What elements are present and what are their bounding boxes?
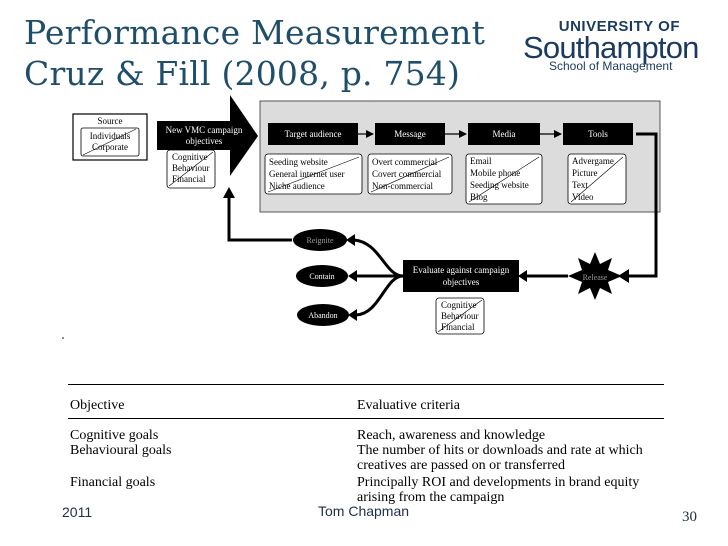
stage-item: Advergame [572,156,614,166]
table-top-rule [68,384,664,385]
page-number: 30 [682,509,697,525]
stage-item: Text [572,180,588,190]
evaluate-connector-head [518,270,527,282]
stage-item: General internet user [269,169,344,179]
objectives-item: Behaviour [172,163,210,173]
source-label: Source [98,116,123,126]
stage-label: Target audience [285,129,342,139]
outcome-label: Reignite [306,236,334,245]
outcome-label: Abandon [308,311,337,320]
stage-strike-line [570,156,624,203]
stage-label: Media [493,129,516,139]
objectives-arrow [157,95,258,176]
evaluation-table: Objective Evaluative criteria Cognitive … [68,384,664,505]
curve-to-reignite-head [346,234,355,246]
line-to-contain-head [348,270,357,282]
evaluate-item: Cognitive [441,300,477,310]
objectives-arrow-line-1: New VMC campaign [166,125,243,135]
table-header-rule [68,418,664,419]
evaluate-item: Behaviour [441,311,479,321]
logo-name: Southampton [523,30,699,65]
feedback-connector [227,196,292,242]
source-strike-line [82,128,137,156]
table-row-criteria: Reach, awareness and knowledge [357,428,546,443]
stage-item: Picture [572,168,598,178]
curve-to-abandon [355,274,404,317]
logo-university-text: UNIVERSITY OF [558,18,680,35]
objectives-item: Cognitive [172,152,208,162]
university-logo: UNIVERSITY OF Southampton School of Mana… [520,14,710,84]
stage-item: Mobile phone [470,168,520,178]
table-row-criteria: Principally ROI and developments in bran… [357,475,640,490]
release-connector [629,132,658,278]
stage-item: Email [470,156,492,166]
stage-item: Blog [470,192,488,202]
outcome-contain [296,265,348,287]
title-line-2: Cruz & Fill (2008, p. 754) [24,54,461,93]
stage-item: Seeding website [470,180,529,190]
table-row-criteria-continued: creatives are passed on or transferred [357,458,565,473]
evaluate-item: Financial [441,322,475,332]
curve-to-abandon-head [348,309,357,321]
stage-box-tools [563,123,633,145]
curve-to-reignite [353,238,404,278]
stage-box-media [468,123,540,145]
stage-item: Non-commercial [372,181,433,191]
stage-item: Video [572,192,594,202]
table-row-objective: Behavioural goals [70,443,172,458]
objectives-item: Financial [172,174,206,184]
objectives-arrow-line-2: objectives [186,136,223,146]
slide-title: Performance Measurement Cruz & Fill (200… [24,12,494,94]
stage-strike-line [370,156,450,193]
stage-strike-line [267,156,360,193]
stage-label: Message [394,129,426,139]
stage-item: Niche audience [269,181,325,191]
evaluate-line-2: objectives [443,277,480,287]
stage-box-message [375,123,445,145]
evaluate-box [403,260,519,292]
stage-label: Tools [588,129,608,139]
release-burst [568,252,622,300]
table-header-criteria: Evaluative criteria [357,398,460,413]
outcome-abandon [297,304,349,326]
stage-item: Covert commercial [372,169,442,179]
footer-author: Tom Chapman [318,503,410,519]
table-header-objective: Objective [70,398,125,413]
table-row-objective: Financial goals [70,475,156,490]
release-label: Release [583,273,608,282]
feedback-connector-head [223,187,235,198]
stage-items-box-tools [567,153,627,205]
source-item: Corporate [92,142,128,152]
stray-dot [62,337,64,339]
table-row-criteria-continued: arising from the campaign [357,490,505,505]
table-row-criteria: The number of hits or downloads and rate… [357,443,643,458]
objectives-strike-line [168,151,214,187]
title-line-1: Performance Measurement [24,13,486,52]
stage-item: Overt commercial [372,157,438,167]
source-item: Individuals [90,131,131,141]
stage-strike-line [468,156,540,203]
logo-school: School of Management [549,59,673,73]
outcome-reignite [293,229,347,251]
stage-box-target-audience [268,123,358,145]
footer-year: 2011 [62,504,93,520]
evaluate-line-1: Evaluate against campaign [413,265,510,275]
stage-item: Seeding website [269,157,328,167]
outcome-label: Contain [309,272,334,281]
release-connector-head [618,269,629,283]
table-row-objective: Cognitive goals [70,428,159,443]
evaluate-strike-line [437,299,483,333]
